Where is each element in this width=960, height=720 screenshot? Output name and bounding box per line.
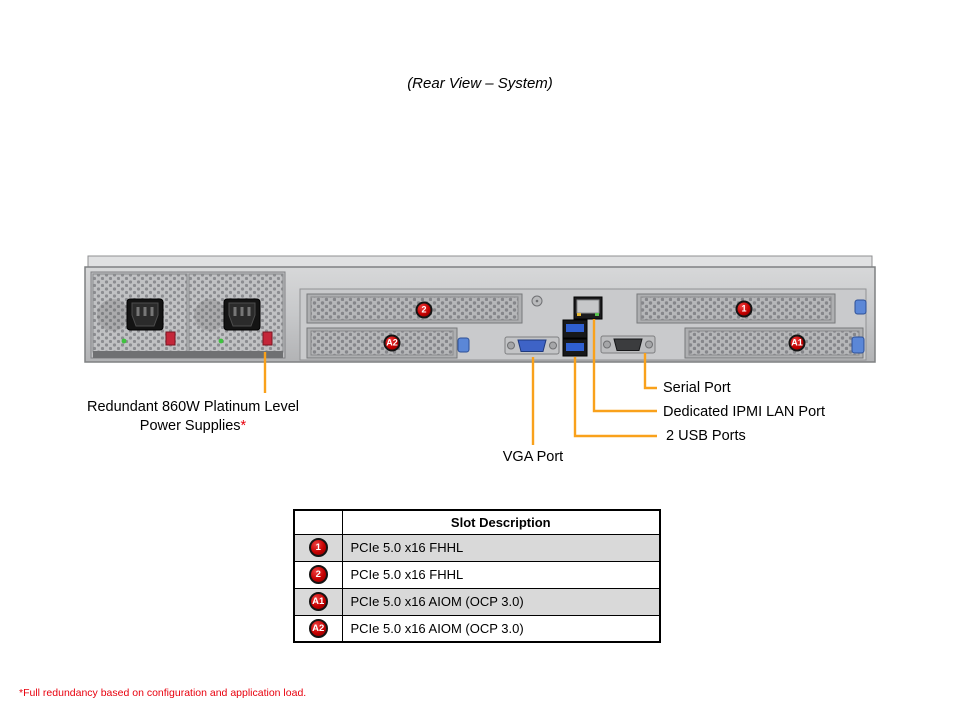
screw-icon <box>531 295 543 307</box>
usb-ports-label: 2 USB Ports <box>666 428 746 444</box>
psu-module-right <box>188 273 284 353</box>
description-column-header: Slot Description <box>341 509 661 535</box>
psu-module-left <box>92 273 188 353</box>
psu-warning-sticker <box>165 331 176 346</box>
redundancy-footnote: *Full redundancy based on configuration … <box>19 687 307 699</box>
psu-callout-line2: Power Supplies* <box>38 417 348 436</box>
leader-ipmi <box>592 319 657 413</box>
ipmi-lan-port-label: Dedicated IPMI LAN Port <box>663 404 825 420</box>
chassis-slotA1-badge: A1 <box>788 334 806 352</box>
slot-description-cell: PCIe 5.0 x16 FHHL <box>341 560 661 589</box>
slotA2-vent <box>306 327 458 359</box>
chassis-slot1-badge: 1 <box>735 300 753 318</box>
leader-serial <box>643 353 657 390</box>
psu-fan-icon <box>97 299 129 331</box>
diagram-title: (Rear View – System) <box>407 75 553 92</box>
slotA2-badge: A2 <box>308 618 328 638</box>
serial-port-label: Serial Port <box>663 380 731 396</box>
slot-badge-cell: 1 <box>293 533 343 562</box>
chassis-top-lip <box>87 255 873 269</box>
slot-description-table: Slot Description 1 PCIe 5.0 x16 FHHL 2 P… <box>293 509 661 643</box>
chassis-slot2-badge: 2 <box>415 301 433 319</box>
slot-badge-cell: A1 <box>293 587 343 616</box>
table-row: A2 PCIe 5.0 x16 AIOM (OCP 3.0) <box>293 614 661 643</box>
slot-description-cell: PCIe 5.0 x16 AIOM (OCP 3.0) <box>341 587 661 616</box>
psu-led <box>218 338 224 344</box>
psu-asterisk: * <box>240 418 247 434</box>
usb-ports-graphic <box>562 319 588 357</box>
table-row: 2 PCIe 5.0 x16 FHHL <box>293 560 661 589</box>
slot-badge-cell: A2 <box>293 614 343 643</box>
slot-badge-cell: 2 <box>293 560 343 589</box>
slot1-badge: 1 <box>308 538 328 557</box>
slot-description-cell: PCIe 5.0 x16 FHHL <box>341 533 661 562</box>
table-row: 1 PCIe 5.0 x16 FHHL <box>293 533 661 562</box>
table-row: A1 PCIe 5.0 x16 AIOM (OCP 3.0) <box>293 587 661 616</box>
psu-bay <box>90 271 286 359</box>
leader-lines <box>263 319 657 445</box>
slot2-badge: 2 <box>308 565 328 584</box>
psu-led <box>121 338 127 344</box>
power-inlet-icon <box>223 298 261 331</box>
server-chassis <box>84 255 876 363</box>
ipmi-lan-port-graphic <box>573 296 603 320</box>
latch-icon <box>851 336 865 354</box>
table-header-row: Slot Description <box>293 509 661 535</box>
chassis-slotA2-badge: A2 <box>383 334 401 352</box>
slot-description-cell: PCIe 5.0 x16 AIOM (OCP 3.0) <box>341 614 661 643</box>
slotA1-badge: A1 <box>308 592 328 611</box>
psu-callout-text: Power Supplies <box>139 418 241 434</box>
psu-callout-line1: Redundant 860W Platinum Level <box>87 399 299 415</box>
psu-fan-icon <box>194 299 226 331</box>
slotA1-vent <box>684 327 864 359</box>
leader-usb <box>573 357 657 438</box>
latch-icon <box>457 337 470 353</box>
psu-warning-sticker <box>262 331 273 346</box>
psu-handle-strip <box>93 351 283 358</box>
power-inlet-icon <box>126 298 164 331</box>
serial-port-graphic <box>600 335 656 354</box>
slot2-vent <box>306 293 523 324</box>
slot-column-header <box>293 509 343 535</box>
psu-callout-label: Redundant 860W Platinum Level Power Supp… <box>38 398 348 436</box>
vga-port-graphic <box>504 336 560 355</box>
latch-icon <box>854 299 867 315</box>
vga-port-label: VGA Port <box>502 449 564 465</box>
